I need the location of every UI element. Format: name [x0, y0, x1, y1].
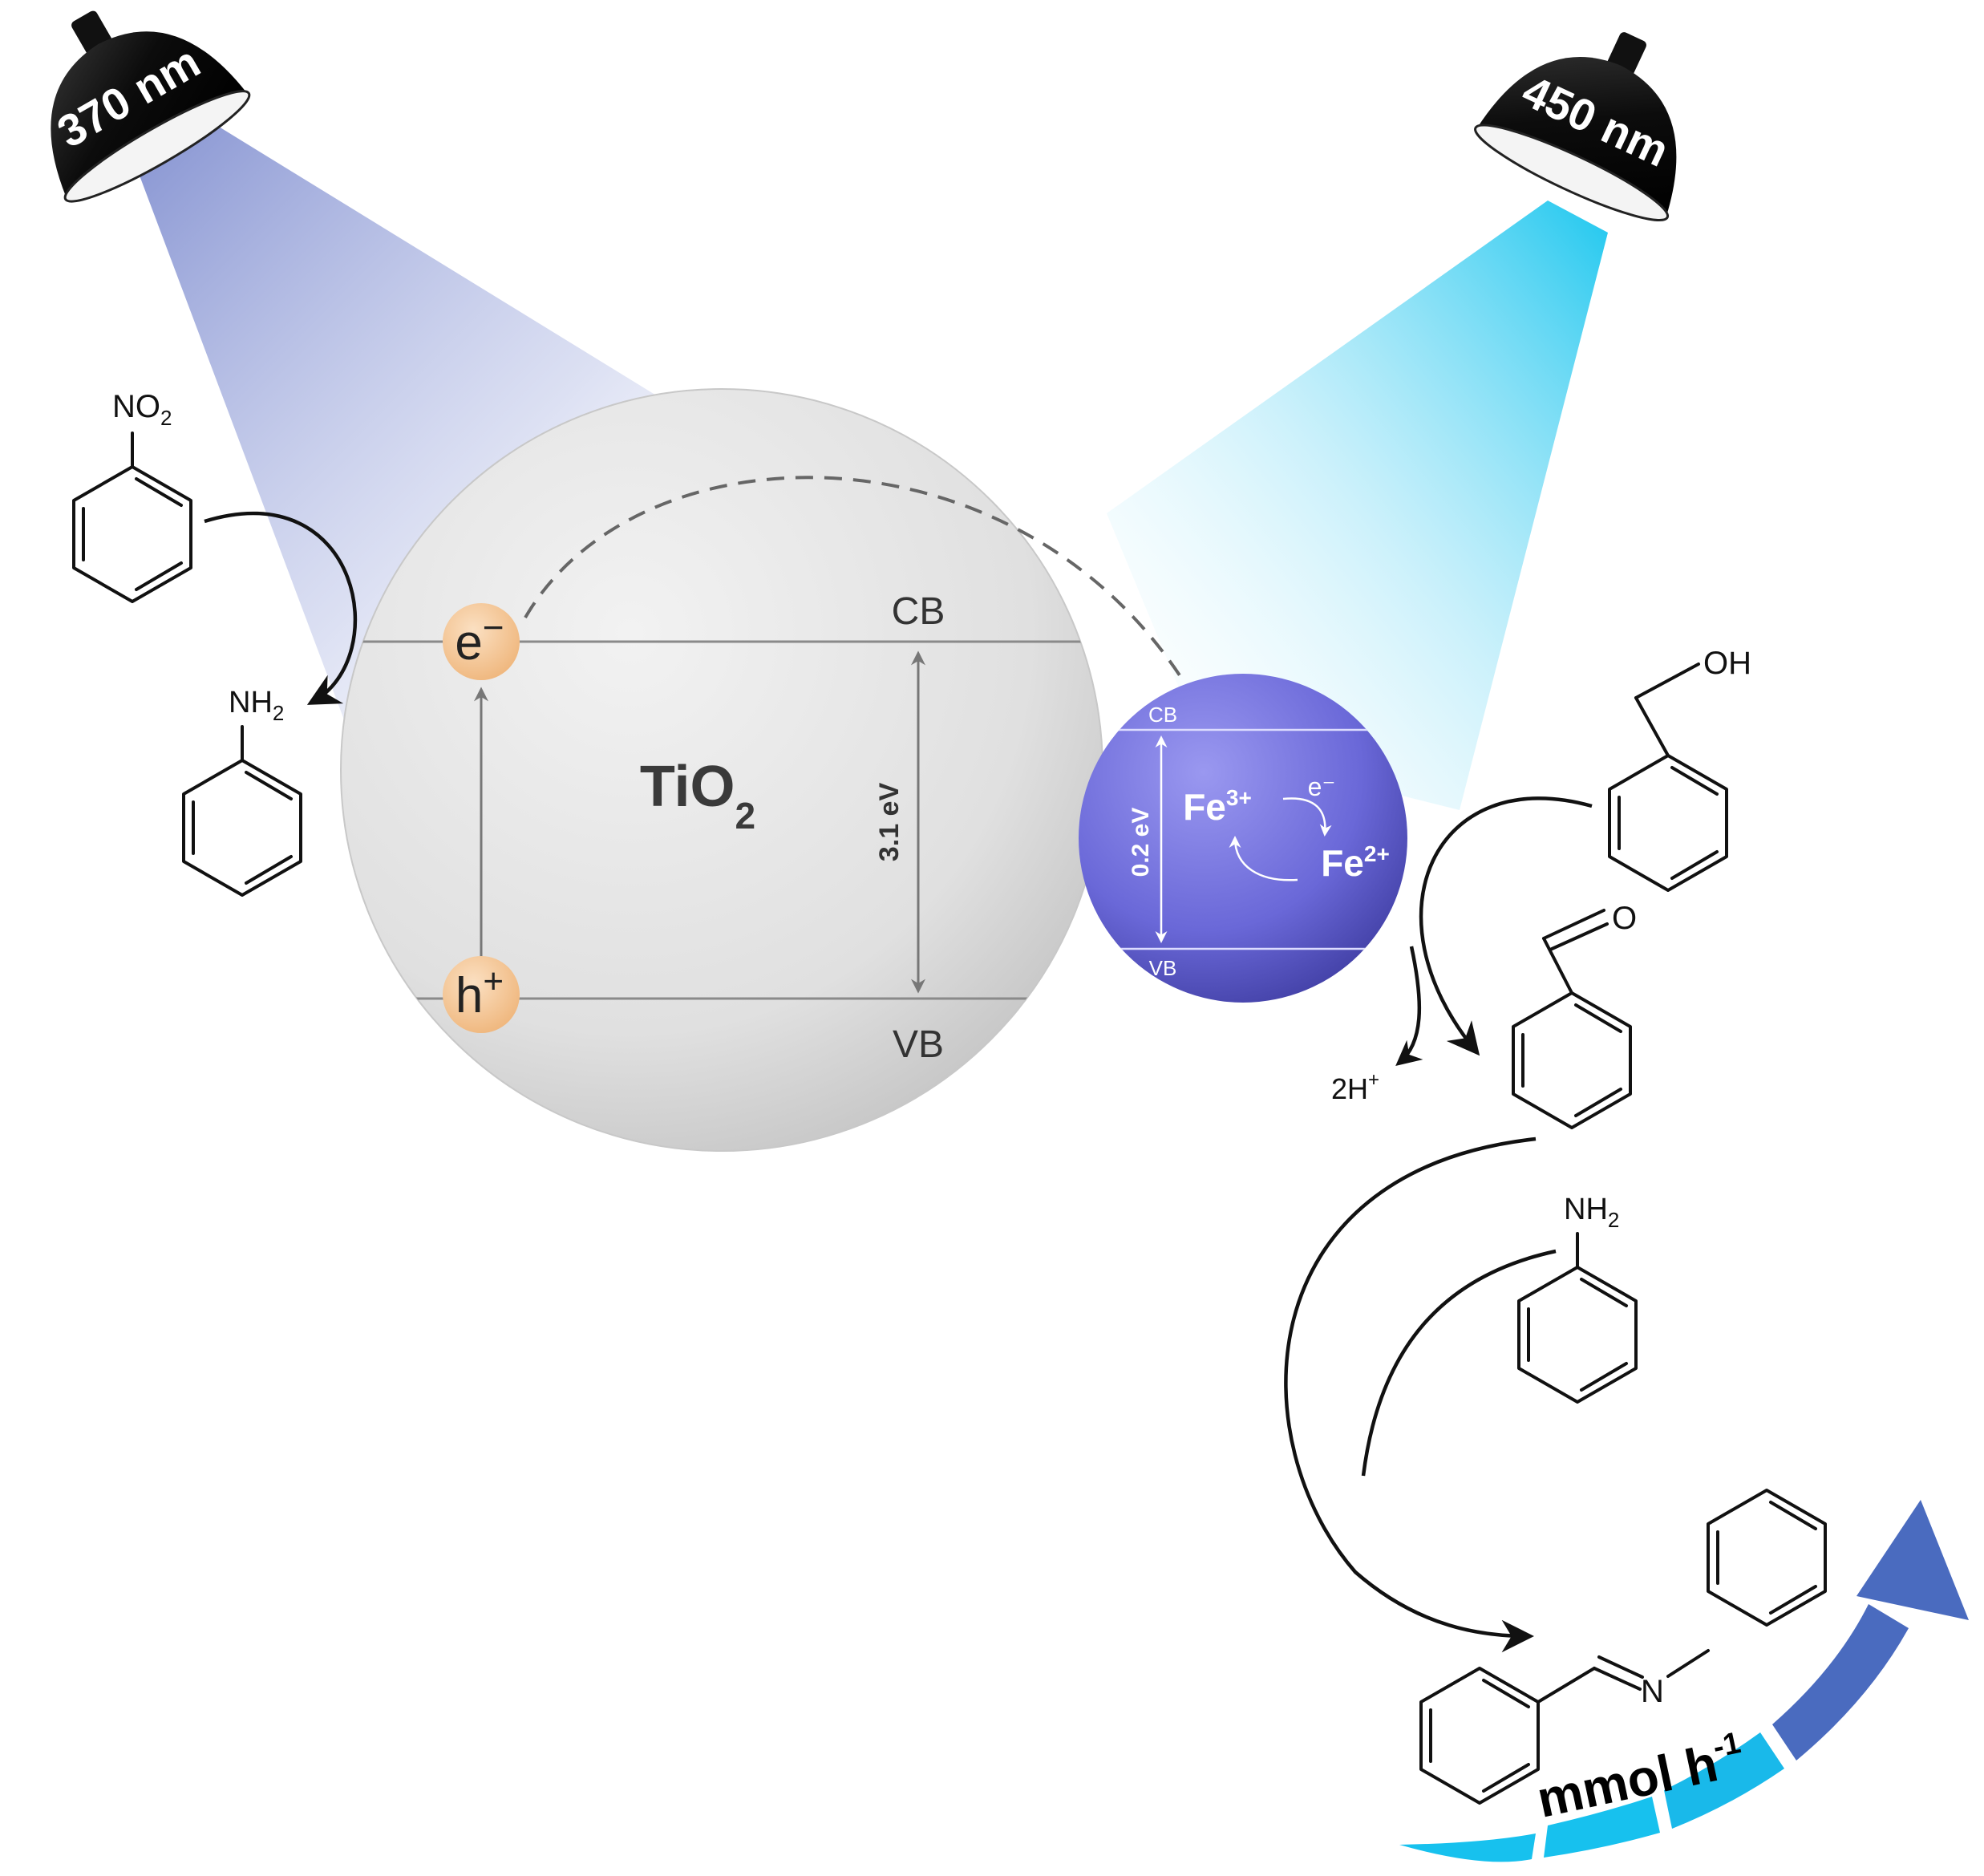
- nitro-reduction-arrow: [204, 511, 358, 705]
- ring-double-bond: [1670, 766, 1719, 796]
- rate-arrow-segment: [1664, 1732, 1784, 1829]
- ring-double-bond: [1482, 1763, 1530, 1793]
- benzene-ring: [1608, 754, 1728, 892]
- rate-arrow-segment: [1399, 1833, 1536, 1862]
- c-o-double-bond: [1549, 922, 1609, 951]
- rate-arrow-segment: [1772, 1604, 1909, 1761]
- fe-vb-label: VB: [1149, 956, 1177, 980]
- tio2-vb-label: VB: [893, 1023, 944, 1066]
- fe-cb-label: CB: [1148, 703, 1177, 727]
- benzene-ring: [1517, 1266, 1638, 1404]
- hole-carrier: [443, 956, 520, 1033]
- amine-condensation-arrow: [1361, 1249, 1557, 1477]
- ring-double-bond: [245, 855, 293, 885]
- electron-carrier: [443, 603, 520, 680]
- hole-label: h+: [456, 962, 504, 1023]
- benzene-ring: [182, 759, 302, 897]
- ch-bond: [1537, 1667, 1596, 1704]
- ring-double-bond: [135, 561, 183, 591]
- ring-double-bond: [1670, 850, 1719, 880]
- ring-double-bond: [1574, 1088, 1622, 1117]
- benzene-ring: [1707, 1489, 1827, 1627]
- aniline-right: NH2: [1517, 1193, 1638, 1404]
- lamp-rim: [1474, 124, 1670, 221]
- aniline-left: NH2: [182, 686, 302, 897]
- c-n-double-bond: [1597, 1655, 1644, 1679]
- amine2-group-label: NH2: [1564, 1193, 1619, 1232]
- ch2-bond: [1634, 696, 1670, 757]
- rate-arrow-segment: [1544, 1797, 1660, 1858]
- ring-double-bond: [1769, 1585, 1817, 1615]
- nitrobenzene: NO2: [72, 389, 192, 603]
- tio2-band-gap-label: 3.1 eV: [874, 783, 905, 862]
- protons-label: 2H+: [1331, 1069, 1379, 1105]
- ring-double-bond: [1769, 1501, 1817, 1530]
- ring-double-bond: [245, 771, 293, 800]
- nitro-group-label: NO2: [112, 389, 172, 430]
- carbonyl-o-label: O: [1612, 901, 1637, 936]
- lamp-shade: [51, 31, 247, 197]
- proton-release-arrow: [1395, 946, 1423, 1067]
- lamp-shade: [1477, 57, 1677, 216]
- benzaldehyde: O: [1512, 901, 1637, 1129]
- fe-band-gap-label: 0.2 eV: [1128, 808, 1154, 877]
- tio2-label: TiO2: [640, 755, 755, 837]
- n-ph-bond: [1666, 1649, 1710, 1678]
- benzene-ring: [1419, 1667, 1540, 1805]
- cho-bond: [1542, 937, 1573, 995]
- c-o-double-bond: [1542, 909, 1605, 940]
- rate-arrow: [1399, 1500, 1969, 1862]
- rate-arrow-head: [1856, 1500, 1969, 1620]
- electron-transfer-arrow: [524, 476, 1205, 718]
- fe2-label: Fe2+: [1321, 841, 1390, 884]
- ring-double-bond: [1482, 1679, 1530, 1708]
- fe-oxidation-arrow: [1229, 836, 1298, 881]
- alcohol-oxidation-arrow: [1419, 796, 1593, 1056]
- tio2-cb-label: CB: [892, 590, 945, 633]
- lamp-370nm: 370 nm: [49, 10, 251, 203]
- fe-reduction-arrow: [1282, 797, 1332, 837]
- amine-group-label: NH2: [229, 686, 284, 725]
- benzene-ring: [1512, 991, 1632, 1129]
- aldehyde-condensation-arrow: [1284, 1137, 1537, 1653]
- fe-bands: [1079, 728, 1407, 950]
- hydroxyl-label: OH: [1703, 646, 1751, 681]
- fe-electron-label: e⁻: [1308, 772, 1336, 801]
- fe3-label: Fe3+: [1183, 785, 1252, 828]
- lamp-450nm: 450 nm: [1474, 32, 1677, 221]
- ring-double-bond: [1574, 1003, 1622, 1033]
- lamp-rim: [63, 90, 251, 203]
- beam-450nm: [1107, 201, 1608, 810]
- imine-product: N: [1419, 1489, 1827, 1805]
- ring-double-bond: [1580, 1362, 1628, 1392]
- benzene-ring: [72, 465, 192, 603]
- c-n-double-bond: [1593, 1667, 1642, 1691]
- electron-label: e−: [455, 606, 504, 671]
- ring-double-bond: [135, 477, 183, 507]
- benzyl-alcohol: OH: [1608, 646, 1751, 892]
- imine-n-label: N: [1641, 1674, 1664, 1709]
- c-o-bond: [1634, 662, 1700, 699]
- ring-double-bond: [1580, 1278, 1628, 1307]
